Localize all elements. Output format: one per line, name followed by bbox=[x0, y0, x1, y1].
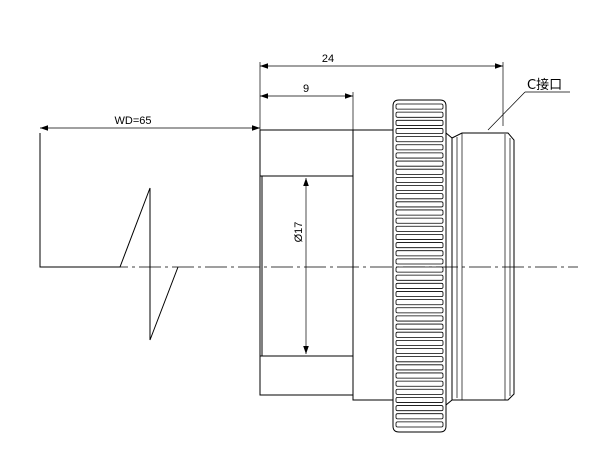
knurl-tooth bbox=[395, 339, 444, 346]
knurl-tooth bbox=[395, 388, 444, 395]
knurl-tooth bbox=[395, 160, 444, 167]
knurl-tooth bbox=[395, 128, 444, 134]
knurl-tooth bbox=[395, 266, 444, 273]
c-mount-section bbox=[445, 132, 515, 406]
knurled-focus-ring bbox=[392, 99, 447, 433]
knurl-tooth bbox=[395, 152, 444, 159]
knurl-tooth bbox=[395, 421, 444, 428]
diameter-label: Ø17 bbox=[293, 222, 305, 243]
knurl-tooth bbox=[395, 396, 444, 403]
dimension-working-distance: WD=65 bbox=[40, 115, 260, 131]
knurl-tooth bbox=[395, 356, 444, 363]
knurl-tooth bbox=[395, 217, 444, 224]
knurl-tooth bbox=[395, 315, 444, 322]
knurl-tooth bbox=[395, 372, 444, 379]
knurl-tooth bbox=[395, 250, 444, 257]
knurl-tooth bbox=[395, 331, 444, 338]
knurl-tooth bbox=[395, 233, 444, 240]
knurl-tooth bbox=[395, 348, 444, 355]
knurl-tooth bbox=[395, 193, 444, 200]
knurl-tooth bbox=[395, 291, 444, 298]
knurl-tooth bbox=[395, 168, 444, 175]
dimension-diameter: Ø17 bbox=[293, 178, 309, 354]
knurl-tooth bbox=[395, 282, 444, 289]
knurl-tooth bbox=[395, 380, 444, 387]
knurl-tooth bbox=[395, 364, 444, 371]
knurl-tooth bbox=[395, 413, 444, 420]
knurl-tooth bbox=[395, 209, 444, 216]
dimension-overall-length: 24 bbox=[259, 53, 504, 130]
break-line-upper bbox=[39, 133, 179, 341]
knurl-tooth bbox=[395, 201, 444, 208]
knurl-tooth bbox=[395, 405, 444, 412]
front-length-label: 9 bbox=[303, 83, 309, 95]
c-mount-callout: C接口 bbox=[487, 77, 570, 131]
working-distance-label: WD=65 bbox=[115, 115, 152, 127]
main-body bbox=[352, 129, 394, 401]
knurl-tooth bbox=[395, 103, 444, 110]
dimension-front-length: 9 bbox=[260, 83, 354, 130]
knurl-tooth bbox=[395, 136, 444, 143]
knurl-tooth bbox=[395, 144, 444, 151]
knurl-tooth bbox=[395, 185, 444, 192]
knurl-tooth bbox=[395, 299, 444, 306]
knurl-tooth bbox=[395, 176, 444, 183]
knurl-tooth bbox=[395, 242, 444, 249]
knurl-tooth bbox=[395, 111, 444, 118]
knurl-tooth bbox=[395, 258, 444, 265]
c-mount-label: C接口 bbox=[527, 77, 562, 93]
knurl-tooth bbox=[395, 307, 444, 314]
knurl-tooth bbox=[395, 119, 444, 126]
knurl-outline bbox=[392, 99, 447, 433]
knurl-tooth bbox=[395, 323, 444, 330]
front-barrel bbox=[259, 129, 354, 396]
overall-length-label: 24 bbox=[322, 53, 334, 65]
knurl-tooth bbox=[395, 225, 444, 232]
knurl-tooth bbox=[395, 274, 444, 281]
